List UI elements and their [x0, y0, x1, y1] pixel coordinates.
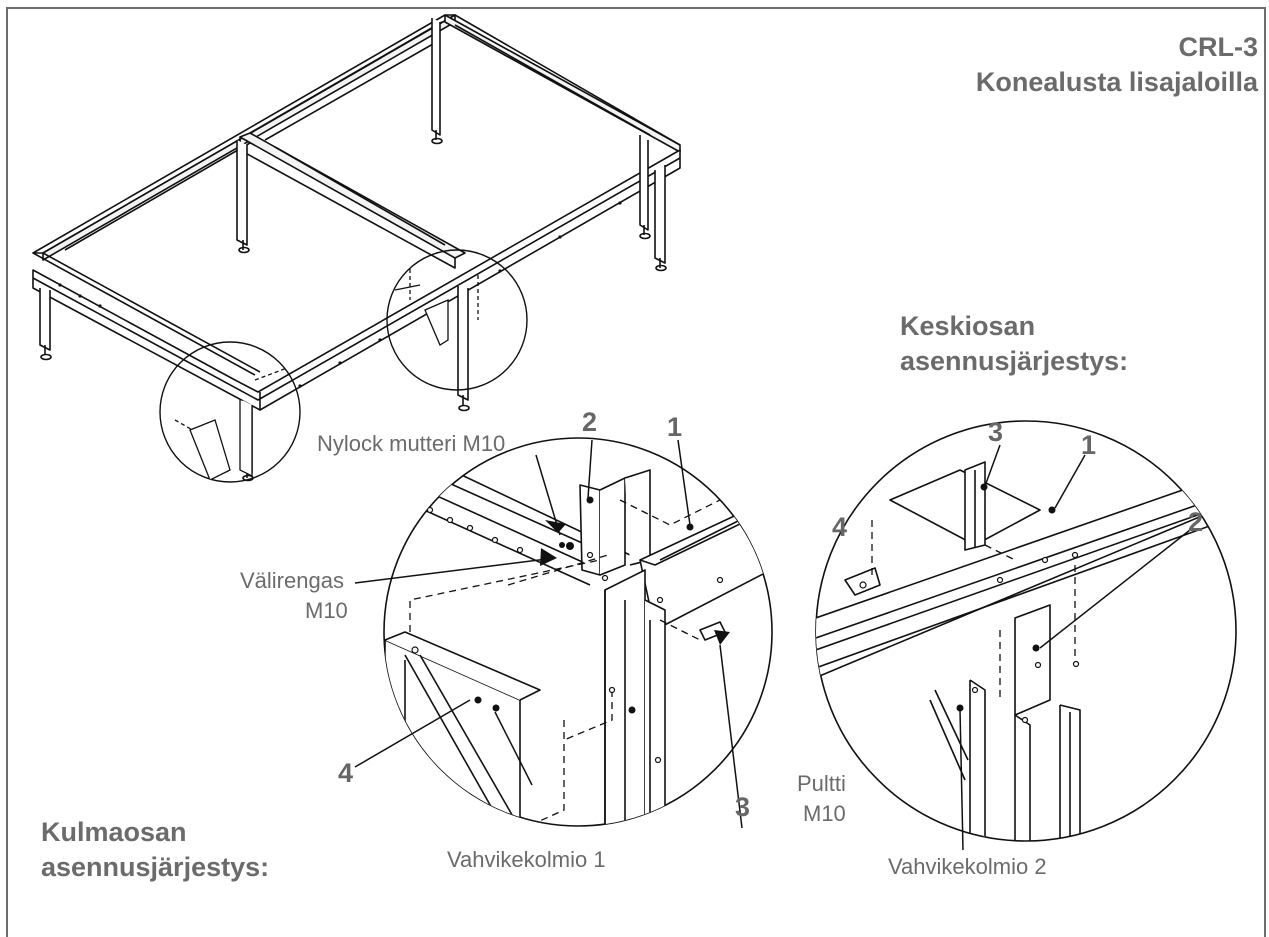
washer-label-line2: M10: [305, 598, 348, 623]
overview-frame: [32, 14, 681, 482]
corner-detail: [354, 437, 773, 829]
center-part-number-1: 1: [1081, 430, 1097, 460]
overview-detail-circle-center: [386, 249, 528, 391]
page-frame: [6, 7, 1266, 937]
corner-part-number-1: 1: [667, 412, 683, 442]
corner-section-heading-line2: asennusjärjestys:: [41, 852, 270, 882]
center-section-heading-line1: Keskiosan: [900, 311, 1036, 341]
corner-section-heading-line1: Kulmaosan: [41, 817, 187, 847]
brace-2-label: Vahvikekolmio 2: [888, 854, 1047, 879]
title-name: Konealusta lisajaloilla: [975, 67, 1258, 97]
center-detail: [815, 420, 1237, 851]
brace-1-label: Vahvikekolmio 1: [447, 847, 606, 872]
bolt-label-line1: Pultti: [797, 771, 846, 796]
overview-detail-circle-corner: [159, 341, 301, 483]
center-part-number-2: 2: [1188, 507, 1204, 537]
center-section-heading-line2: asennusjärjestys:: [900, 346, 1129, 376]
center-part-number-4: 4: [832, 512, 848, 542]
corner-part-number-4: 4: [338, 758, 354, 788]
corner-part-number-2: 2: [582, 407, 598, 437]
bolt-label-line2: M10: [803, 801, 846, 826]
title-code: CRL-3: [1178, 32, 1259, 62]
center-part-number-3: 3: [988, 417, 1004, 447]
corner-part-number-3: 3: [735, 792, 751, 822]
nut-label: Nylock mutteri M10: [317, 431, 506, 456]
washer-label-line1: Välirengas: [240, 568, 344, 593]
